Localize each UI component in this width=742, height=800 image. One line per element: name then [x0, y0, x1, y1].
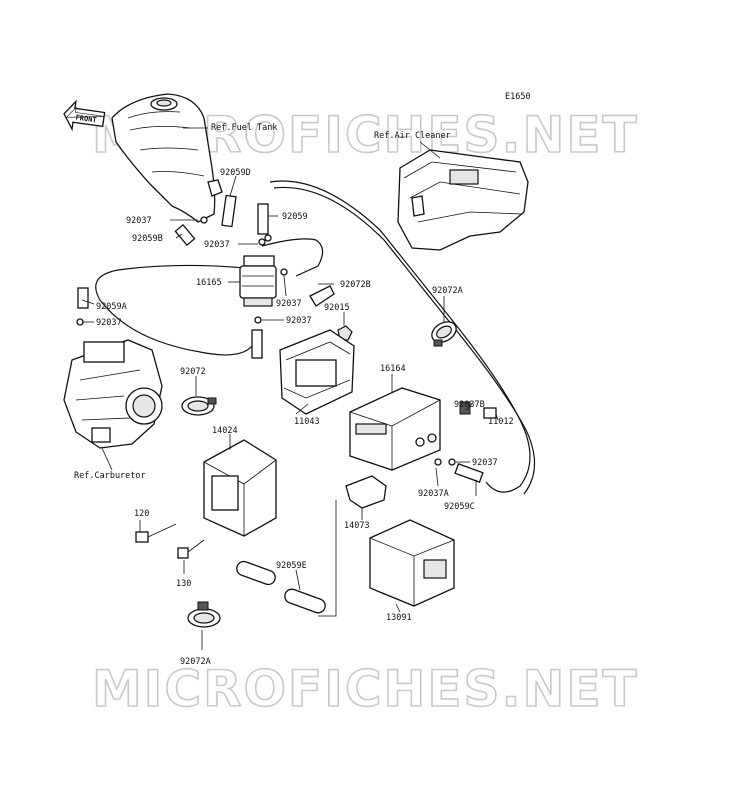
- hose-92059D: [221, 194, 237, 228]
- hose-92059B: [174, 223, 196, 247]
- label-92059B: 92059B: [132, 234, 163, 244]
- label-13091: 13091: [386, 613, 412, 623]
- label-92037-e: 92037: [286, 316, 312, 326]
- bracket-line-e: [318, 500, 337, 617]
- ref-fuel-tank: Ref.Fuel Tank: [211, 123, 278, 133]
- cap-92037B: [459, 401, 471, 415]
- label-16164: 16164: [380, 364, 406, 374]
- bracket-14073: [345, 475, 387, 509]
- label-11012: 11012: [488, 417, 514, 427]
- hose-92059A: [77, 287, 89, 309]
- hose-92059E-b: [284, 588, 326, 614]
- bolt-120: [135, 523, 177, 543]
- label-92072A-bottom: 92072A: [180, 657, 211, 667]
- long-hose-left: [95, 264, 253, 356]
- label-92059C: 92059C: [444, 502, 475, 512]
- label-92037-a: 92037: [126, 216, 152, 226]
- label-92037-c: 92037: [276, 299, 302, 309]
- label-92072A-top: 92072A: [432, 286, 463, 296]
- clamp-92072A-bottom: [187, 601, 221, 628]
- front-label: FRONT: [75, 114, 97, 125]
- label-11043: 11043: [294, 417, 320, 427]
- label-92037B: 92037B: [454, 400, 485, 410]
- ref-carburetor: Ref.Carburetor: [74, 471, 146, 481]
- label-92072B: 92072B: [340, 280, 371, 290]
- label-92059E: 92059E: [276, 561, 307, 571]
- label-92059A: 92059A: [96, 302, 127, 312]
- label-14024: 14024: [212, 426, 238, 436]
- clip-icons: [76, 216, 456, 466]
- bracket-11043: [279, 329, 355, 415]
- ref-air-cleaner: Ref.Air Cleaner: [374, 131, 451, 141]
- air-cleaner-illustration: [397, 149, 529, 251]
- hose-lower-filter: [251, 329, 263, 359]
- fuel-tank-illustration: [111, 93, 223, 223]
- label-92015: 92015: [324, 303, 350, 313]
- watermark-bottom: MICROFICHES.NET: [92, 660, 639, 718]
- long-hose-right: [269, 180, 531, 493]
- cover-14024: [203, 439, 277, 537]
- carburetor-illustration: [63, 339, 163, 449]
- label-92072: 92072: [180, 367, 206, 377]
- plug-11012: [483, 407, 497, 419]
- label-92037-b: 92037: [204, 240, 230, 250]
- box-13091: [369, 519, 455, 607]
- label-16165: 16165: [196, 278, 222, 288]
- label-130: 130: [176, 579, 191, 589]
- diagram-code: E1650: [505, 92, 531, 102]
- label-92059-top: 92059: [282, 212, 308, 222]
- bracket-92072B: [309, 285, 335, 307]
- label-14073: 14073: [344, 521, 370, 531]
- label-92059D: 92059D: [220, 168, 251, 178]
- fuel-filter-16165: [239, 255, 277, 307]
- front-arrow-icon: FRONT: [63, 99, 106, 132]
- hose-92059E-a: [236, 560, 276, 586]
- leader-lines: [81, 175, 499, 650]
- hose-92059-top: [257, 203, 269, 235]
- screw-130: [177, 539, 205, 559]
- label-92037A: 92037A: [418, 489, 449, 499]
- connector-hose-top: [261, 238, 324, 277]
- label-92037-f: 92037: [472, 458, 498, 468]
- label-120: 120: [134, 509, 149, 519]
- clamp-92072: [181, 396, 217, 416]
- canister-16164: [349, 387, 441, 471]
- clamp-92072A-top: [431, 321, 457, 347]
- label-92037-d: 92037: [96, 318, 122, 328]
- hose-92059C: [454, 463, 484, 483]
